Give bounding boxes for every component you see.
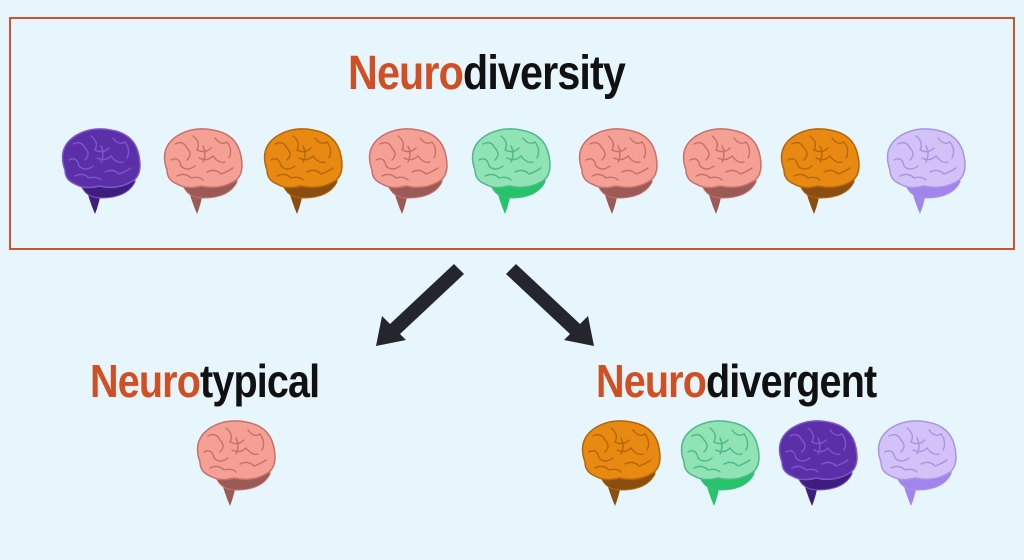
title-suffix: diversity [462, 47, 626, 100]
brain-orange-icon [774, 126, 862, 216]
title-suffix: typical [199, 355, 320, 407]
brain-pink-icon [572, 126, 660, 216]
brain-lavender-icon [880, 126, 968, 216]
brain-lavender-icon [871, 418, 959, 508]
brain-orange-icon [575, 418, 663, 508]
brain-orange-icon [257, 126, 345, 216]
brain-purple-icon [772, 418, 860, 508]
arrow-left-icon [376, 264, 464, 346]
title-prefix: Neuro [348, 47, 464, 100]
brain-green-icon [465, 126, 553, 216]
neurotypical-title: Neurotypical [90, 355, 320, 407]
neurodiversity-title: Neurodiversity [348, 47, 626, 100]
brain-pink-icon [190, 418, 278, 508]
neurodiversity-frame [9, 17, 1015, 250]
title-suffix: divergent [705, 355, 877, 407]
brain-pink-icon [362, 126, 450, 216]
brain-pink-icon [157, 126, 245, 216]
brain-purple-icon [55, 126, 143, 216]
title-prefix: Neuro [90, 355, 201, 407]
brain-pink-icon [676, 126, 764, 216]
brain-green-icon [674, 418, 762, 508]
title-prefix: Neuro [596, 355, 707, 407]
neurodivergent-title: Neurodivergent [596, 355, 877, 407]
arrow-right-icon [506, 264, 594, 346]
